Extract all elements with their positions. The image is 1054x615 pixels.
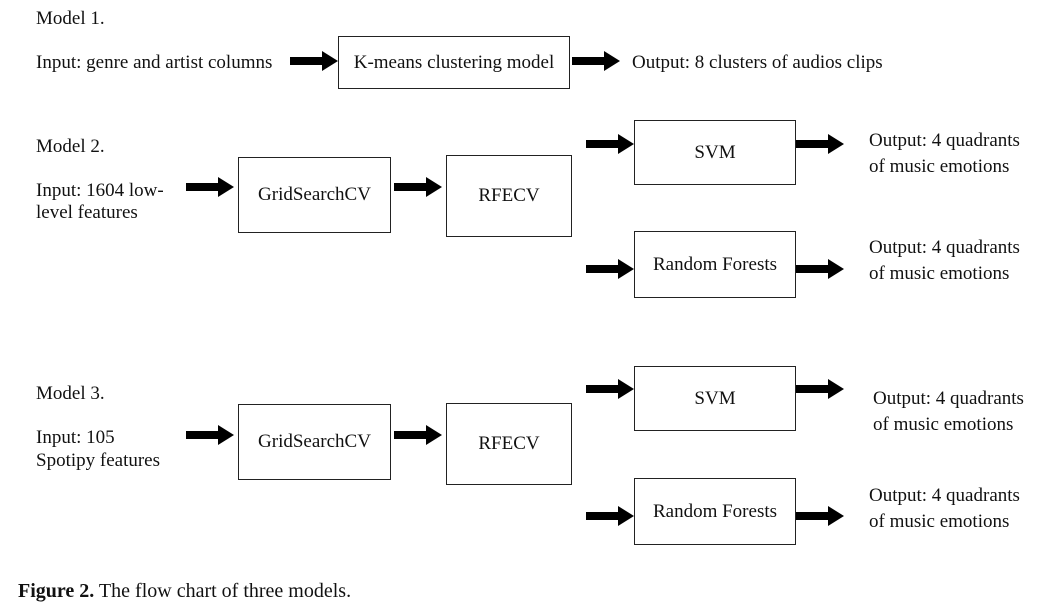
model-3-arrow-grid-to-rfecv xyxy=(394,424,442,446)
model-3-input-line-1: Input: 105 xyxy=(36,427,115,448)
model-2-svm-box: SVM xyxy=(634,120,796,185)
model-1-input-text: Input: genre and artist columns xyxy=(36,52,273,73)
model-3-rfecv-box: RFECV xyxy=(446,403,572,485)
model-3-arrow-rf-out xyxy=(796,505,844,527)
model-3-input-line-2: Spotipy features xyxy=(36,450,161,471)
model-2-input-line-2: level features xyxy=(36,202,138,223)
model-3-random-forests-box: Random Forests xyxy=(634,478,796,545)
model-2-rf-output-line-1: Output: 4 quadrants xyxy=(869,237,1020,258)
model-3-random-forests-label: Random Forests xyxy=(652,500,778,522)
figure-caption-label: Figure 2. xyxy=(18,580,95,602)
model-3-svm-box: SVM xyxy=(634,366,796,431)
model-3-arrow-to-rf xyxy=(586,505,634,527)
model-2-random-forests-box: Random Forests xyxy=(634,231,796,298)
model-3-svm-output-line-1: Output: 4 quadrants xyxy=(873,388,1024,409)
model-2-arrow-to-svm xyxy=(586,133,634,155)
model-2-arrow-grid-to-rfecv xyxy=(394,176,442,198)
model-3-gridsearchcv-box: GridSearchCV xyxy=(238,404,391,480)
model-1-arrow-in xyxy=(290,50,338,72)
model-2-svm-output-line-2: of music emotions xyxy=(869,156,1010,177)
model-2-gridsearchcv-label: GridSearchCV xyxy=(258,184,371,205)
model-2-label: Model 2. xyxy=(36,136,105,157)
model-2-arrow-input xyxy=(186,176,234,198)
model-3-arrow-to-svm xyxy=(586,378,634,400)
model-3-svm-label: SVM xyxy=(694,387,736,409)
model-2-arrow-rf-out xyxy=(796,258,844,280)
model-2-arrow-to-rf xyxy=(586,258,634,280)
model-1-kmeans-box: K-means clustering model xyxy=(338,36,570,89)
model-3-arrow-svm-out xyxy=(796,378,844,400)
model-1-output-text: Output: 8 clusters of audios clips xyxy=(632,52,883,73)
figure-caption: Figure 2. The flow chart of three models… xyxy=(18,580,351,603)
model-1-arrow-out xyxy=(572,50,620,72)
model-3-rf-output-line-1: Output: 4 quadrants xyxy=(869,485,1020,506)
model-2-random-forests-label: Random Forests xyxy=(652,253,778,275)
model-2-rfecv-box: RFECV xyxy=(446,155,572,237)
model-3-arrow-input xyxy=(186,424,234,446)
model-2-input-line-1: Input: 1604 low- xyxy=(36,180,164,201)
model-2-arrow-svm-out xyxy=(796,133,844,155)
model-2-gridsearchcv-box: GridSearchCV xyxy=(238,157,391,233)
model-3-gridsearchcv-label: GridSearchCV xyxy=(258,431,371,452)
figure-caption-text: The flow chart of three models. xyxy=(94,580,352,602)
model-2-rf-output-line-2: of music emotions xyxy=(869,263,1010,284)
model-2-svm-output-line-1: Output: 4 quadrants xyxy=(869,130,1020,151)
model-2-svm-label: SVM xyxy=(694,141,736,163)
model-3-svm-output-line-2: of music emotions xyxy=(873,414,1014,435)
model-1-label: Model 1. xyxy=(36,8,105,29)
model-1-kmeans-label: K-means clustering model xyxy=(353,51,555,73)
model-3-rf-output-line-2: of music emotions xyxy=(869,511,1010,532)
model-3-rfecv-label: RFECV xyxy=(478,433,540,454)
model-2-rfecv-label: RFECV xyxy=(478,185,540,206)
model-3-label: Model 3. xyxy=(36,383,105,404)
